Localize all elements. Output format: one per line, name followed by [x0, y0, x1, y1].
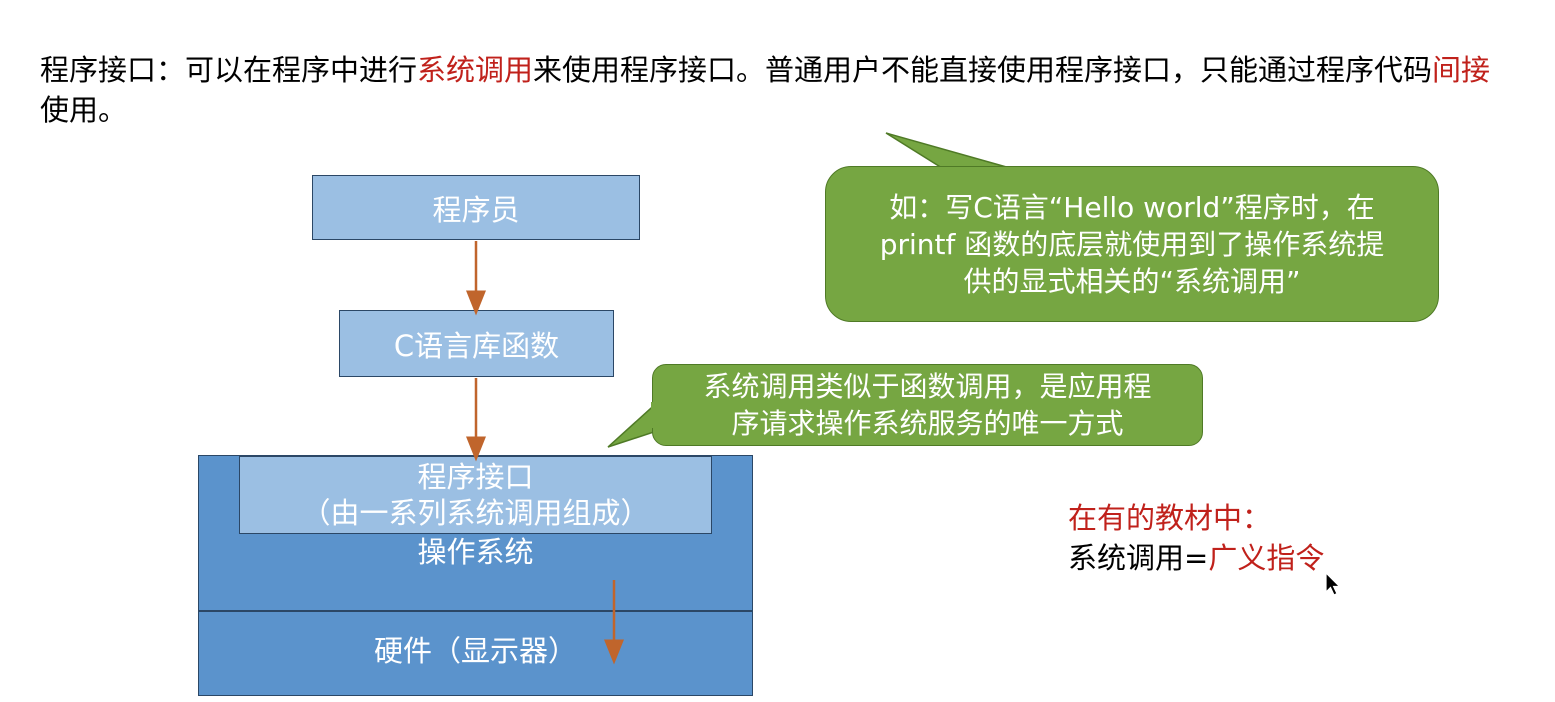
example-callout-tail — [885, 132, 1011, 169]
programmer-box: 程序员 — [312, 175, 640, 240]
syscall-callout-line2: 序请求操作系统服务的唯一方式 — [731, 407, 1124, 440]
hardware-label: 硬件（显示器） — [373, 634, 577, 668]
programmer-label: 程序员 — [432, 192, 520, 227]
intro-text: 程序接口：可以在程序中进行系统调用来使用程序接口。普通用户不能直接使用程序接口，… — [40, 50, 1500, 130]
c-library-label: C语言库函数 — [393, 328, 560, 363]
syscall-callout-tail-seam — [651, 402, 655, 428]
intro-highlight-indirect: 间接 — [1432, 53, 1491, 87]
os-hardware-divider — [199, 610, 752, 612]
os-label: 操作系统 — [417, 535, 534, 569]
textbook-note-highlight: 广义指令 — [1208, 541, 1325, 575]
example-callout-tail-seam — [944, 167, 1008, 171]
syscall-callout: 系统调用类似于函数调用，是应用程 序请求操作系统服务的唯一方式 — [652, 364, 1203, 446]
textbook-note-equation: 系统调用=广义指令 — [1068, 538, 1324, 578]
intro-part1: 程序接口：可以在程序中进行 — [40, 53, 418, 87]
example-callout: 如：写C语言“Hello world”程序时，在 printf 函数的底层就使用… — [825, 166, 1439, 322]
intro-part3: 使用。 — [40, 93, 128, 127]
textbook-note-prefix: 系统调用= — [1068, 541, 1209, 575]
syscall-callout-line1: 系统调用类似于函数调用，是应用程 — [703, 370, 1152, 403]
example-callout-line3: 供的显式相关的“系统调用” — [963, 264, 1301, 298]
example-callout-line2: printf 函数的底层就使用到了操作系统提 — [879, 227, 1385, 261]
textbook-note: 在有的教材中： 系统调用=广义指令 — [1068, 498, 1324, 578]
example-callout-line1: 如：写C语言“Hello world”程序时，在 — [889, 190, 1375, 224]
program-interface-label: 程序接口 — [417, 460, 534, 494]
intro-highlight-syscall: 系统调用 — [417, 53, 534, 87]
program-interface-sublabel: （由一系列系统调用组成） — [301, 496, 650, 530]
program-interface-box: 程序接口 （由一系列系统调用组成） — [239, 456, 712, 534]
mouse-cursor-icon — [1325, 572, 1341, 596]
intro-part2: 来使用程序接口。普通用户不能直接使用程序接口，只能通过程序代码 — [533, 53, 1433, 87]
textbook-note-heading: 在有的教材中： — [1068, 501, 1272, 535]
